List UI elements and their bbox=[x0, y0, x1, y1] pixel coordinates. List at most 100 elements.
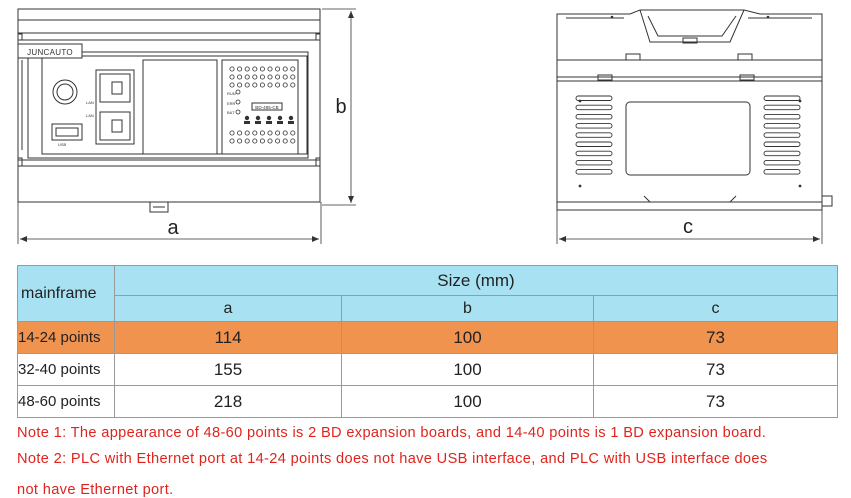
dip-switch-knob bbox=[288, 115, 294, 121]
lan-label-1: LAN bbox=[86, 100, 94, 105]
note-2: Note 2: PLC with Ethernet port at 14-24 … bbox=[17, 451, 768, 467]
vent-slot bbox=[575, 123, 613, 129]
io-led-dot bbox=[229, 138, 235, 144]
io-led-dot bbox=[252, 82, 258, 88]
err-label: ERR bbox=[227, 101, 236, 106]
table-row: 32-40 points 155 100 73 bbox=[17, 353, 839, 386]
io-led-dot bbox=[290, 66, 296, 72]
io-led-dot bbox=[229, 66, 235, 72]
io-led-dot bbox=[244, 74, 250, 80]
bat-label: BAT bbox=[227, 110, 235, 115]
usb-label: USB bbox=[58, 142, 67, 147]
column-header-a: a bbox=[114, 295, 342, 322]
io-led-dot bbox=[275, 74, 281, 80]
io-led-dot bbox=[282, 138, 288, 144]
brand-label: JUNCAUTO bbox=[27, 48, 73, 57]
led-grid-bottom bbox=[229, 130, 296, 144]
io-led-dot bbox=[282, 82, 288, 88]
row-label: 14-24 points bbox=[17, 321, 115, 354]
io-led-dot bbox=[282, 66, 288, 72]
cell-c: 73 bbox=[592, 321, 839, 354]
vent-slot bbox=[763, 104, 801, 111]
status-leds bbox=[235, 89, 241, 115]
vent-slot bbox=[575, 150, 613, 157]
side-dots bbox=[578, 15, 802, 188]
io-led-dot bbox=[237, 66, 243, 72]
io-led-dot bbox=[290, 82, 296, 88]
vent-slot bbox=[763, 150, 801, 157]
vent-slots-right bbox=[763, 95, 801, 175]
vent-slot bbox=[575, 95, 613, 101]
io-led-dot bbox=[229, 82, 235, 88]
cell-b: 100 bbox=[341, 321, 594, 354]
io-led-dot bbox=[275, 82, 281, 88]
vent-slot bbox=[575, 159, 613, 166]
cell-b: 100 bbox=[341, 353, 594, 386]
vent-slot bbox=[575, 104, 613, 111]
row-label: 32-40 points bbox=[17, 353, 115, 386]
vent-slot bbox=[763, 95, 801, 101]
table-row: 14-24 points 114 100 73 bbox=[17, 321, 839, 354]
port-labels: LAN LAN USB RUN ERR BAT bbox=[58, 91, 236, 147]
io-led-dot bbox=[259, 74, 265, 80]
io-led-dot bbox=[244, 66, 250, 72]
io-led-dot bbox=[237, 138, 243, 144]
io-led-dot bbox=[252, 130, 258, 136]
dip-switch-base bbox=[244, 121, 250, 124]
vent-slot bbox=[763, 132, 801, 138]
cell-c: 73 bbox=[592, 385, 839, 418]
dip-switch-base bbox=[288, 121, 294, 124]
lan-label-2: LAN bbox=[86, 113, 94, 118]
dimension-drawing: JUNCAUTO BD-485-CB LAN LAN USB RUN ERR B… bbox=[17, 8, 833, 244]
dip-switches bbox=[244, 115, 294, 124]
dip-switch-base bbox=[266, 121, 272, 124]
dip-switch-knob bbox=[244, 115, 250, 121]
dimension-c bbox=[556, 210, 823, 244]
note-3: not have Ethernet port. bbox=[17, 482, 174, 498]
io-led-dot bbox=[267, 138, 273, 144]
status-led bbox=[235, 89, 241, 95]
io-led-dot bbox=[275, 130, 281, 136]
io-led-dot bbox=[229, 74, 235, 80]
io-led-dot bbox=[259, 138, 265, 144]
vent-slot bbox=[575, 169, 613, 175]
size-header: Size (mm) bbox=[113, 265, 839, 296]
vent-slot bbox=[763, 169, 801, 175]
status-led bbox=[235, 109, 241, 115]
io-led-dot bbox=[259, 130, 265, 136]
io-led-dot bbox=[237, 130, 243, 136]
io-led-dot bbox=[259, 66, 265, 72]
io-led-dot bbox=[275, 66, 281, 72]
table-row: 48-60 points 218 100 73 bbox=[17, 385, 839, 418]
run-label: RUN bbox=[227, 91, 236, 96]
io-led-dot bbox=[275, 138, 281, 144]
io-led-dot bbox=[290, 138, 296, 144]
dimension-c-label: c bbox=[683, 216, 693, 238]
io-led-dot bbox=[237, 82, 243, 88]
dip-switch-knob bbox=[277, 115, 283, 121]
panel-label: BD-485-CB bbox=[255, 105, 279, 110]
column-header-b: b bbox=[341, 295, 594, 322]
vent-slot bbox=[575, 132, 613, 138]
vent-slot bbox=[575, 113, 613, 120]
column-header-c: c bbox=[592, 295, 839, 322]
size-table: mainframe Size (mm) a b c 14-24 points 1… bbox=[17, 265, 839, 418]
side-view bbox=[556, 9, 833, 211]
io-led-dot bbox=[244, 138, 250, 144]
cell-c: 73 bbox=[592, 353, 839, 386]
dip-switch-base bbox=[255, 121, 261, 124]
io-led-dot bbox=[290, 130, 296, 136]
dimension-a-label: a bbox=[167, 217, 179, 239]
io-led-dot bbox=[259, 82, 265, 88]
mainframe-header: mainframe bbox=[17, 265, 115, 322]
cell-a: 155 bbox=[114, 353, 342, 386]
dimension-b-label: b bbox=[335, 96, 346, 118]
front-view bbox=[17, 8, 321, 213]
dip-switch-base bbox=[277, 121, 283, 124]
status-led bbox=[235, 99, 241, 105]
vent-slot bbox=[763, 141, 801, 147]
cell-a: 114 bbox=[114, 321, 342, 354]
dip-switch-knob bbox=[266, 115, 272, 121]
io-led-dot bbox=[267, 82, 273, 88]
vent-slot bbox=[763, 159, 801, 166]
